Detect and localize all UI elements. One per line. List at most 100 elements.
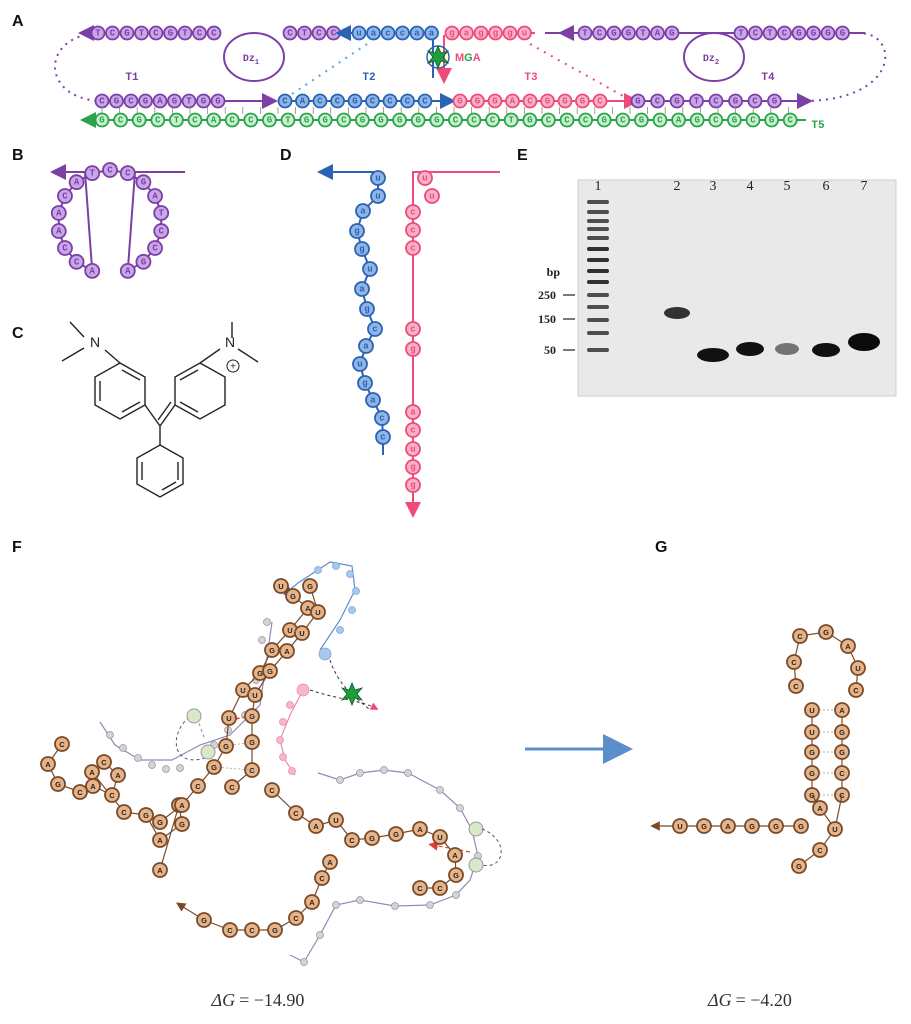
g-loop-0-letter: C <box>793 682 799 691</box>
f-helper-dot-b-5 <box>456 804 464 812</box>
a-mid-t1-8: G <box>210 93 226 109</box>
g-loop-2: C <box>792 628 808 644</box>
a-top-t1-2-letter: G <box>124 29 129 39</box>
a-bot-t5-16: G <box>392 112 408 128</box>
a-top-t4b-2-letter: T <box>767 29 773 39</box>
g-stemR-0-letter: A <box>839 706 845 715</box>
f-helper-dot-b-3 <box>404 769 412 777</box>
f-blue-dot-0 <box>318 647 332 661</box>
f-stemL-12: G <box>152 814 168 830</box>
f-left-11-letter: A <box>157 836 163 845</box>
gel-bp-50: 50 <box>544 343 556 357</box>
f-helper-circle-4 <box>468 857 484 873</box>
a-top-t4-6-letter: G <box>669 29 674 39</box>
a-top-t4-6: G <box>664 25 680 41</box>
a-top-t3-1: a <box>459 25 474 41</box>
a-mid-t4-4: C <box>708 93 724 109</box>
g-stemL-3: G <box>804 765 820 781</box>
b-nt-2: C <box>57 240 73 256</box>
g-stemR-2-letter: G <box>839 748 845 757</box>
a-top-t3-1-letter: a <box>464 29 470 39</box>
d-blue-2: a <box>355 203 371 219</box>
f-stemL-7-letter: U <box>226 714 231 723</box>
a-mid-t2-1-letter: A <box>300 97 306 107</box>
a-top-t3-3-letter: g <box>493 29 498 39</box>
d-blue-3-letter: g <box>354 227 359 237</box>
b-nt-4-letter: A <box>56 208 62 218</box>
g-loop-5-letter: U <box>855 664 860 673</box>
f-loopR-5-letter: G <box>369 834 375 843</box>
a-mid-t4-0: G <box>630 93 646 109</box>
f-stemL-0: U <box>273 578 289 594</box>
a-bot-t5-34: G <box>727 112 742 128</box>
f-helper-circle-3 <box>468 821 484 837</box>
a-bot-t5-29-letter: G <box>639 116 644 126</box>
f-helper-dot-b-9 <box>391 902 399 910</box>
d-blue-12: a <box>365 392 381 408</box>
a-mid-t3-2: G <box>487 93 503 109</box>
panel-c-malachite-green-structure <box>61 321 259 498</box>
dz1-label: Dz1 <box>243 54 259 67</box>
a-bot-t5-22-letter: T <box>508 116 514 126</box>
f-loopR-12-letter: C <box>417 884 423 893</box>
a-bot-t5-11: G <box>299 112 315 128</box>
a-top-t4-1: C <box>592 25 607 41</box>
a-bot-t5-10: T <box>280 112 296 128</box>
a-bot-t5-17-letter: G <box>415 116 420 126</box>
a-bot-t5-10-letter: T <box>285 116 291 126</box>
b-nt-0-letter: A <box>90 266 96 276</box>
d-pink-0: u <box>417 170 433 186</box>
a-mid-t1-1: G <box>109 93 124 109</box>
f-left-5: C <box>104 787 120 803</box>
positive-charge-sign: + <box>230 362 236 373</box>
a-top-t4b-5-letter: G <box>811 29 816 39</box>
f-stemL-5-letter: G <box>257 669 263 678</box>
d-blue-11: g <box>357 375 373 391</box>
f-tail-7: G <box>196 912 212 928</box>
a-bot-t5-33: C <box>708 112 724 128</box>
f-blue-dot-1 <box>336 626 344 634</box>
panel-label-f: F <box>12 539 22 556</box>
t2-dotted-link <box>282 43 368 101</box>
a-bot-t5-7-letter: C <box>229 116 235 126</box>
panel-g-delta-g: ΔG= −4.20 <box>707 990 792 1010</box>
g-loop-6: C <box>848 682 864 698</box>
f-loopR-10: G <box>448 867 464 883</box>
g-stemR-2: G <box>834 744 850 760</box>
g-stemL-0: U <box>804 702 820 718</box>
a-top-t4-5-letter: A <box>655 29 661 39</box>
b-nt-3-letter: A <box>56 227 62 237</box>
ladder-band-9 <box>587 293 609 297</box>
b-nt-13-letter: C <box>159 227 165 237</box>
gel-ladder-bands <box>587 200 609 352</box>
a-mid-t3-3: A <box>505 93 520 109</box>
f-loopR-10-letter: G <box>453 871 459 880</box>
f-loopR-0: C <box>264 782 280 798</box>
a-mid-t4-1-letter: C <box>655 97 661 107</box>
d-blue-1: u <box>370 188 386 204</box>
f-left-0-letter: C <box>59 740 65 749</box>
b-nt-0: A <box>84 262 101 279</box>
a-bot-t5-25-letter: C <box>564 116 570 126</box>
a-top-t2-5: a <box>424 25 439 41</box>
f-stemL-10-letter: C <box>195 782 201 791</box>
d-pink-5-letter: c <box>410 325 415 335</box>
f-tail-5-letter: C <box>249 926 255 935</box>
a-top-t1-2: G <box>119 25 135 41</box>
a-mid-t2-2: C <box>312 93 328 109</box>
a-mid-t2-4-letter: G <box>352 97 357 107</box>
a-mid-t4-5-letter: G <box>733 97 738 107</box>
a-top-t4b-3: C <box>777 25 792 41</box>
f-loopR-3: U <box>328 812 344 828</box>
a-bot-t5-24-letter: C <box>546 116 552 126</box>
gel-lane-label-7: 7 <box>861 179 868 194</box>
a-mid-t3-4: C <box>522 93 538 109</box>
a-top-t2-3-letter: c <box>400 29 405 39</box>
a-mid-t1-2: C <box>123 93 139 109</box>
f-stemR-8: C <box>244 762 260 778</box>
g-stemL-1-letter: U <box>809 728 814 737</box>
d-blue-10: u <box>352 356 368 372</box>
f-left-11: A <box>152 832 168 848</box>
d-blue-12-letter: a <box>370 396 376 406</box>
